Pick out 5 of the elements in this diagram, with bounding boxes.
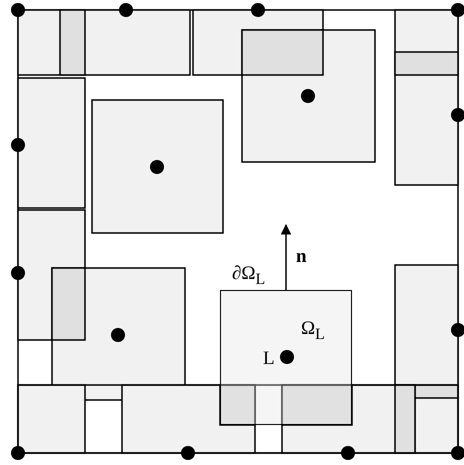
point-label: L — [263, 349, 275, 369]
vector-label: n — [296, 247, 307, 267]
subdomain-square — [220, 290, 352, 425]
boundary-label: ∂Ω$_{L}$ — [232, 264, 266, 290]
domain-label: Ω$_{L}$ — [301, 319, 325, 345]
